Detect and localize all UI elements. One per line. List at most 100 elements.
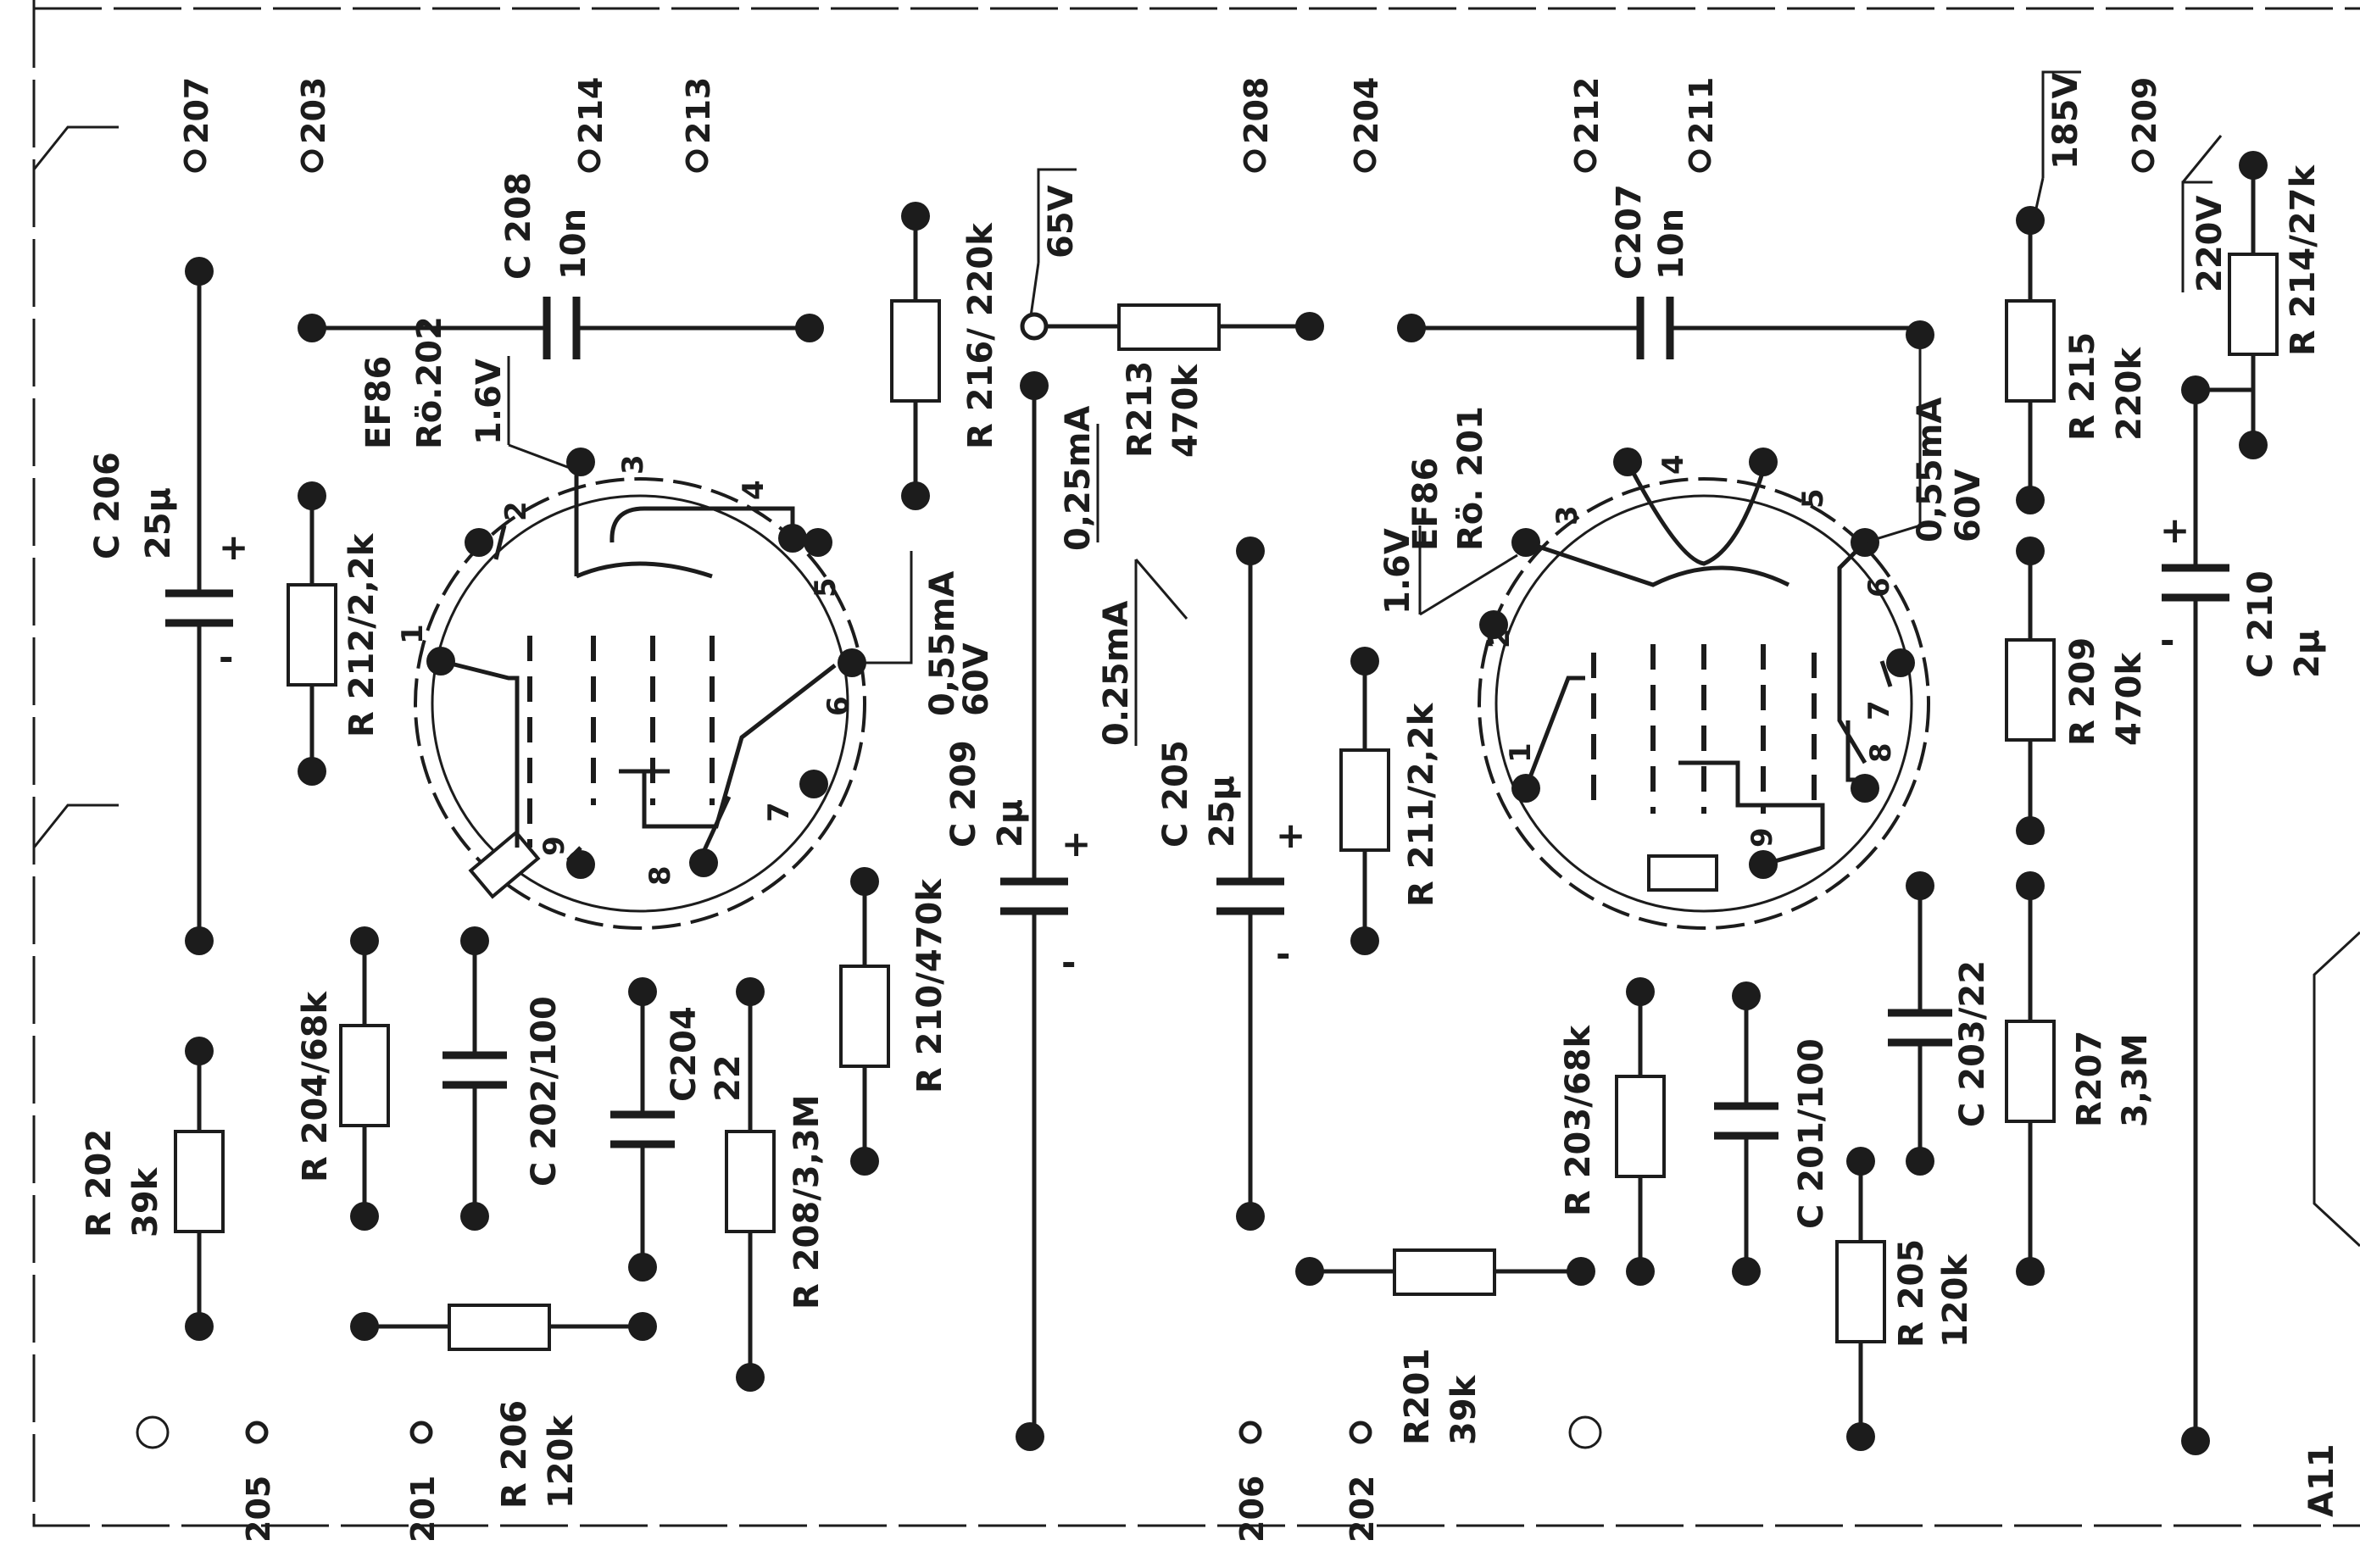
- tube-right-pin-5: 5: [1796, 488, 1830, 509]
- tube-left-ref: Rö.202: [410, 316, 449, 449]
- capacitor-c209[interactable]: + - C 209 2µ: [944, 371, 1091, 1451]
- v-185-label: 185V: [2046, 73, 2085, 170]
- tube-right-pin-1: 1: [1504, 742, 1538, 763]
- tube-left-pin-3: 3: [616, 454, 650, 475]
- right-anode-voltage: 60V: [1949, 469, 1988, 542]
- test-point-202[interactable]: 202: [1344, 1421, 1381, 1543]
- i-025-b-label: 0.25mA: [1097, 601, 1136, 746]
- tube-right-pin-9: 9: [1745, 827, 1779, 848]
- capacitor-c206[interactable]: + - C 206 25µ: [88, 257, 248, 955]
- resistor-r205[interactable]: R 205 120k: [1835, 1147, 1975, 1451]
- tp-label-205: 205: [240, 1476, 277, 1543]
- tube-left-type: EF86: [359, 356, 398, 449]
- r214-label: R 214/27k: [2284, 164, 2323, 356]
- c204-value: 22: [709, 1054, 748, 1102]
- test-point-214[interactable]: 214: [572, 77, 609, 173]
- resistor-r210[interactable]: R 210/470k: [839, 867, 949, 1176]
- resistor-r215[interactable]: R 215 220k: [2005, 206, 2149, 514]
- capacitor-c203[interactable]: C 203/22: [1888, 871, 1992, 1176]
- test-point-208[interactable]: 208: [1238, 77, 1275, 173]
- test-point-209[interactable]: 209: [2126, 77, 2163, 173]
- c210-minus-sign: -: [2160, 620, 2174, 661]
- r209-name: R 209: [2063, 637, 2102, 746]
- tube-left-pin-4: 4: [737, 480, 771, 500]
- resistor-r202[interactable]: R 202 39k: [80, 1037, 225, 1341]
- tp-label-211: 211: [1683, 77, 1720, 144]
- test-point-201[interactable]: 201: [404, 1421, 442, 1543]
- tube-right-pin-8: 8: [1864, 742, 1898, 763]
- voltage-callout-1-6v-right: 1.6V: [1378, 525, 1518, 616]
- test-point-203[interactable]: 203: [295, 77, 332, 173]
- v-65-label: 65V: [1042, 185, 1081, 259]
- test-point-211[interactable]: 211: [1683, 77, 1720, 173]
- c206-plus-sign: +: [219, 526, 248, 568]
- tp-label-203: 203: [295, 77, 332, 144]
- capacitor-c208[interactable]: C 208 10n: [298, 172, 824, 359]
- tp-label-207: 207: [178, 77, 215, 144]
- test-point-212[interactable]: 212: [1568, 77, 1606, 173]
- test-point-213[interactable]: 213: [680, 77, 717, 173]
- tube-left-pin-6: 6: [821, 696, 855, 716]
- resistor-r212[interactable]: R 212/2,2k: [287, 481, 381, 786]
- r201-value: 39k: [1444, 1374, 1483, 1445]
- c206-minus-sign: -: [219, 637, 233, 678]
- resistor-r211[interactable]: R 211/2,2k: [1339, 647, 1441, 955]
- resistor-r216[interactable]: R 216/ 220k: [890, 202, 1000, 510]
- c209-name: C 209: [944, 740, 983, 848]
- resistor-r209[interactable]: R 209 470k: [2005, 537, 2149, 845]
- capacitor-c205[interactable]: + - C 205 25µ: [1156, 537, 1305, 1231]
- resistor-r214[interactable]: R 214/27k: [2202, 151, 2323, 459]
- c210-name: C 210: [2241, 570, 2280, 678]
- capacitor-c207[interactable]: C207 10n: [1397, 184, 1934, 359]
- resistor-r207[interactable]: R207 3,3M: [2005, 871, 2155, 1286]
- tube-left-pin-2: 2: [499, 501, 533, 521]
- capacitor-c202[interactable]: C 202/100: [442, 926, 564, 1231]
- tp-label-208: 208: [1238, 77, 1275, 144]
- r215-value: 220k: [2110, 347, 2149, 441]
- tp-label-213: 213: [680, 77, 717, 144]
- resistor-r204[interactable]: R 204/68k: [296, 926, 390, 1231]
- r206-value: 120k: [542, 1415, 581, 1509]
- capacitor-c201[interactable]: C 201/100: [1714, 981, 1831, 1286]
- c209-minus-sign: -: [1061, 942, 1076, 983]
- resistor-r208[interactable]: R 208/3,3M: [725, 977, 827, 1392]
- r202-name: R 202: [80, 1129, 119, 1237]
- resistor-r203[interactable]: R 203/68k: [1559, 977, 1666, 1286]
- capacitor-c210[interactable]: + - C 210 2µ: [2160, 375, 2327, 1455]
- c209-plus-sign: +: [1061, 823, 1091, 865]
- tube-left-pin-8: 8: [643, 865, 677, 886]
- tube-right-pin-6: 6: [1862, 577, 1896, 598]
- v-220-label: 220V: [2190, 196, 2229, 292]
- test-point-206[interactable]: 206: [1233, 1421, 1271, 1543]
- i-025-a-label: 0,25mA: [1059, 406, 1098, 551]
- tube-left-pin-7: 7: [762, 802, 796, 822]
- c206-name: C 206: [88, 452, 127, 559]
- test-point-205[interactable]: 205: [240, 1421, 277, 1543]
- r206-name: R 206: [495, 1400, 534, 1509]
- tube-right-pin-2: 2: [1483, 628, 1517, 648]
- tp-label-204: 204: [1348, 77, 1385, 144]
- tube-left: 1 2 3 4 5 6 7 8 9: [396, 448, 866, 930]
- tp-label-201: 201: [404, 1476, 442, 1543]
- resistor-r201[interactable]: R201 39k: [1295, 1248, 1595, 1445]
- c205-minus-sign: -: [1276, 933, 1290, 975]
- r211-label: R 211/2,2k: [1402, 702, 1441, 907]
- r205-value: 120k: [1936, 1254, 1975, 1348]
- tp-label-214: 214: [572, 77, 609, 144]
- mounting-hole-right: [1568, 1415, 1602, 1449]
- tube-right-ref: Rö. 201: [1451, 406, 1490, 551]
- c210-value: 2µ: [2288, 630, 2327, 678]
- c204-name: C204: [665, 1006, 704, 1102]
- r216-label: R 216/ 220k: [961, 222, 1000, 449]
- capacitor-c204[interactable]: C204 22: [610, 977, 748, 1282]
- c205-value: 25µ: [1203, 776, 1242, 848]
- resistor-r206[interactable]: R 206 120k: [350, 1304, 657, 1509]
- resistor-r213[interactable]: R213 470k: [1020, 303, 1324, 458]
- tube-right-pin-4: 4: [1656, 454, 1690, 475]
- right-anode-current: 0,55mA: [1911, 398, 1950, 542]
- test-point-207[interactable]: 207: [178, 77, 215, 173]
- current-callout-0-25ma-b: 0.25mA: [1097, 559, 1188, 746]
- voltage-callout-185v: 185V: [2033, 70, 2085, 217]
- test-point-204[interactable]: 204: [1348, 77, 1385, 173]
